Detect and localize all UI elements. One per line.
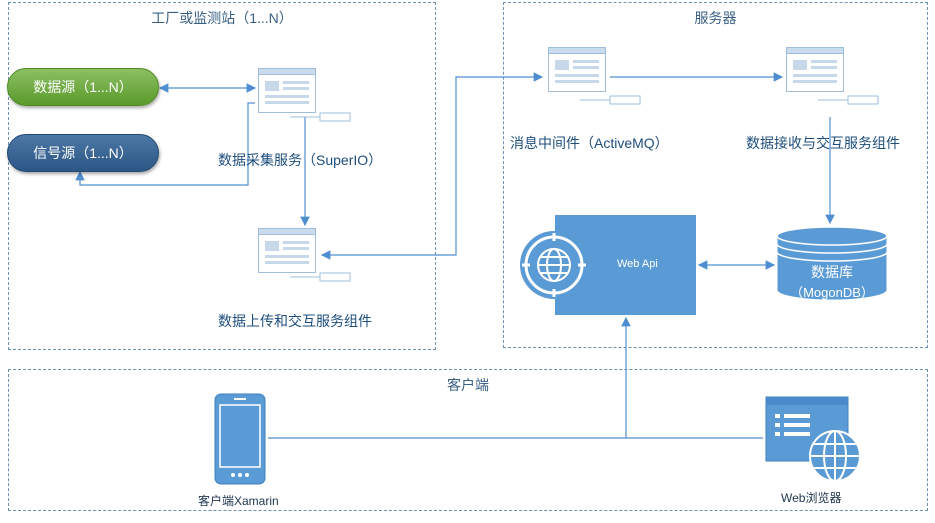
arrow-uploader-mq — [320, 72, 544, 260]
web-globe-icon — [520, 231, 588, 299]
signal-source-node: 信号源（1...N） — [7, 134, 159, 172]
receiver-window-icon — [786, 47, 844, 92]
database-label: 数据库 — [811, 264, 853, 280]
mq-server-icon — [580, 95, 641, 105]
mq-window-icon — [548, 47, 606, 92]
collector-server-icon — [290, 112, 351, 122]
data-source-node: 数据源（1...N） — [7, 68, 159, 106]
mobile-phone-icon — [214, 393, 266, 485]
receiver-server-icon — [818, 95, 879, 105]
collector-window-icon — [258, 68, 316, 113]
webapi-label: Web Api — [617, 258, 658, 270]
mobile-label: 客户端Xamarin — [198, 494, 279, 508]
client-region-title: 客户端 — [447, 377, 489, 393]
uploader-window-icon — [258, 228, 316, 273]
client-region — [8, 369, 928, 511]
database-sublabel: （MogonDB） — [790, 285, 874, 300]
browser-label: Web浏览器 — [781, 491, 842, 505]
server-region-title: 服务器 — [694, 10, 737, 26]
uploader-label: 数据上传和交互服务组件 — [218, 313, 372, 329]
arrow-collector-signalsource — [75, 102, 255, 186]
factory-region-title: 工厂或监测站（1...N） — [151, 10, 293, 26]
browser-icon — [765, 396, 861, 482]
mq-label: 消息中间件（ActiveMQ） — [510, 135, 669, 151]
collector-label: 数据采集服务（SuperIO） — [218, 152, 383, 168]
database-icon — [776, 226, 888, 301]
uploader-server-icon — [290, 272, 351, 282]
receiver-label: 数据接收与交互服务组件 — [746, 135, 900, 151]
